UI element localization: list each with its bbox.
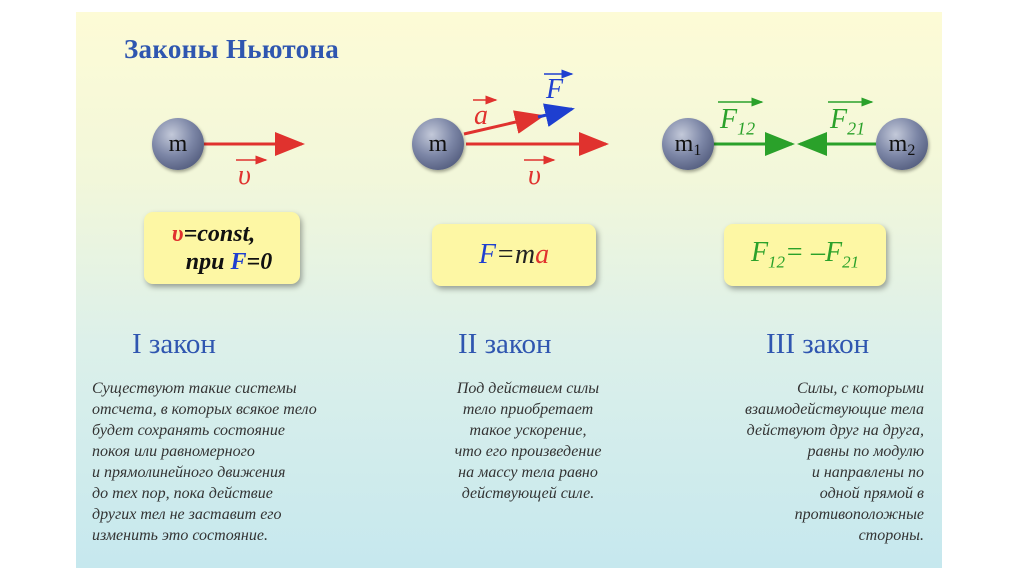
force21-label: F21 xyxy=(830,104,866,139)
force-arrow xyxy=(537,103,575,127)
mass-label-1: m xyxy=(168,130,188,157)
law1-text: Существуют такие системы отсчета, в кото… xyxy=(92,380,317,544)
law3-text: Силы, с которыми взаимодействующие тела … xyxy=(745,380,924,544)
law2-heading: II закон xyxy=(458,328,552,360)
formula-box-3: F12= –F21 xyxy=(724,224,886,286)
mass-ball-m2: m2 xyxy=(876,118,928,170)
force-label: F xyxy=(546,74,564,105)
formula-1: υ=const, при F=0 xyxy=(171,221,273,275)
accel-arrow xyxy=(463,110,545,136)
mass-label-m1: m1 xyxy=(674,130,702,159)
velocity-label-2: υ xyxy=(528,160,541,191)
formula-box-2: F=ma xyxy=(432,224,596,286)
mass-label-m2: m2 xyxy=(888,130,916,159)
mass-ball-m1: m1 xyxy=(662,118,714,170)
slide: Законы Ньютона m xyxy=(76,12,942,568)
force12-label: F12 xyxy=(720,104,756,139)
mass-ball-1: m xyxy=(152,118,204,170)
law1-heading: I закон xyxy=(132,328,216,360)
mass-label-2: m xyxy=(428,130,448,157)
mass-ball-2: m xyxy=(412,118,464,170)
law3-heading: III закон xyxy=(766,328,870,360)
formula-box-1: υ=const, при F=0 xyxy=(144,212,300,284)
accel-label: a xyxy=(474,100,488,131)
law2-text: Под действием силы тело приобретает тако… xyxy=(454,380,602,502)
formula-2: F=ma xyxy=(478,239,550,270)
formula-3: F12= –F21 xyxy=(750,237,860,272)
slide-title: Законы Ньютона xyxy=(124,34,340,64)
velocity-label-1: υ xyxy=(238,160,251,191)
